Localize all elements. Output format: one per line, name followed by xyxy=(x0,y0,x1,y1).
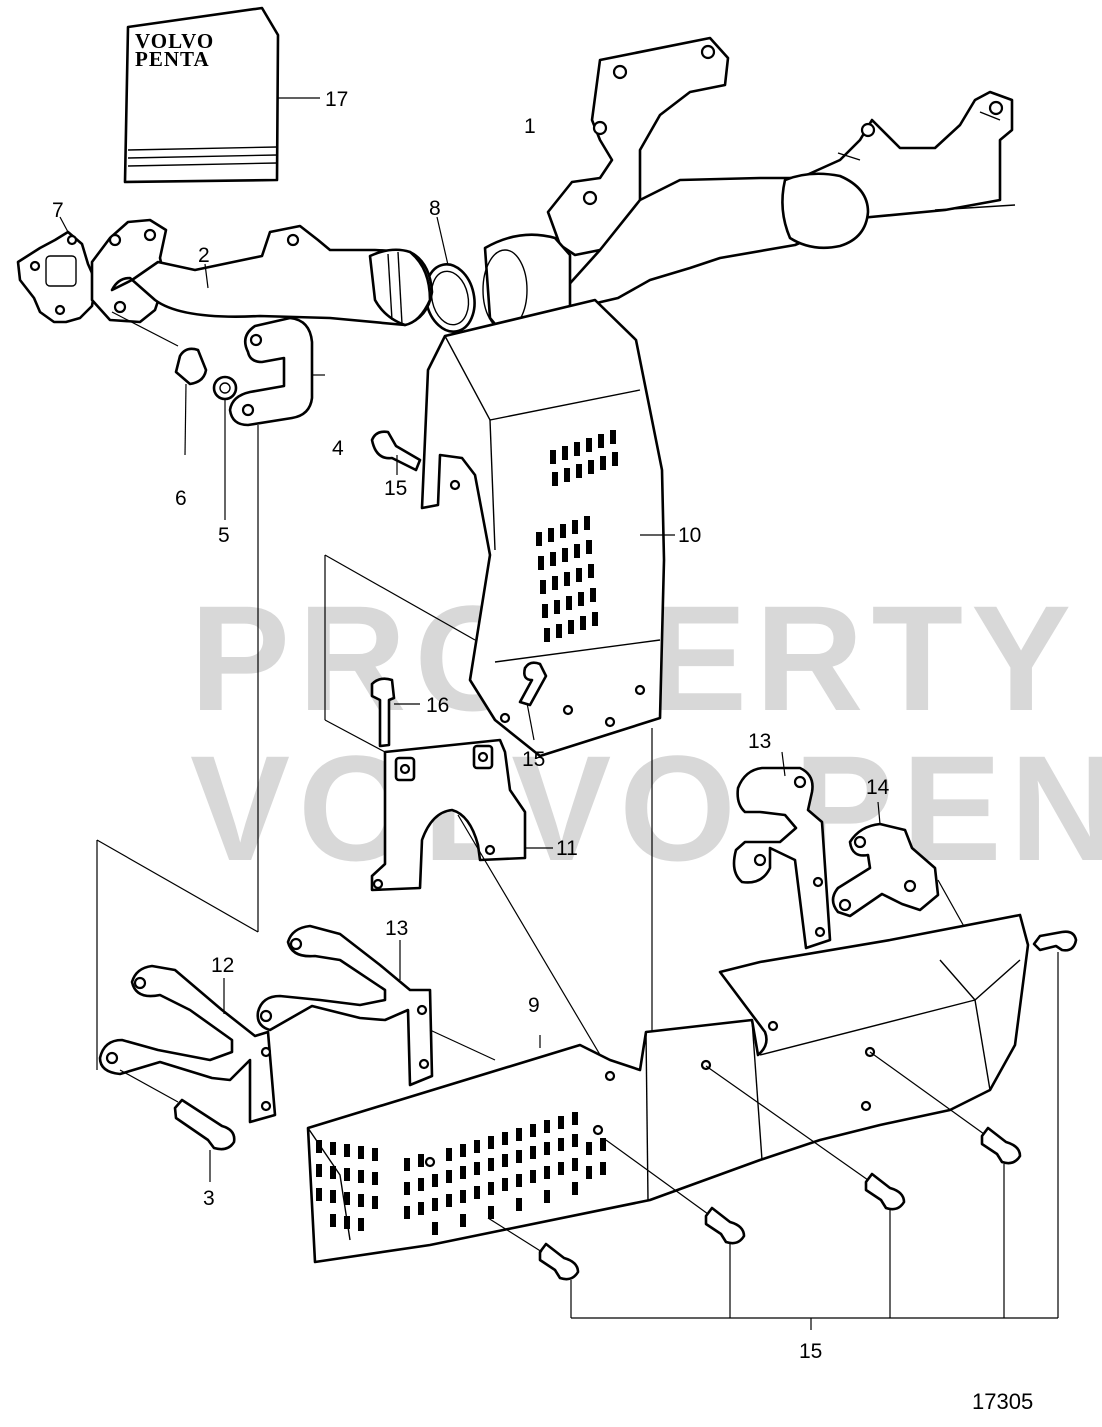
callout-1: 1 xyxy=(524,115,536,138)
callout-12: 12 xyxy=(211,954,234,977)
part-15-screw-lower-1 xyxy=(487,1217,580,1318)
part-11-bracket xyxy=(370,738,553,892)
part-15-screw-lower-3 xyxy=(705,1065,906,1318)
manual-logo-line-1: VOLVO xyxy=(135,29,214,53)
part-9-vent-slots xyxy=(316,1112,606,1235)
part-17-manual: VOLVO PENTA xyxy=(123,6,320,184)
part-15-screw-lower-2 xyxy=(605,1139,746,1318)
callout-2: 2 xyxy=(198,244,210,267)
watermark-line-2: VOLVO PENTA xyxy=(190,724,1102,892)
callout-16: 16 xyxy=(426,694,449,717)
callout-14: 14 xyxy=(866,776,890,799)
callout-6: 6 xyxy=(175,487,187,510)
part-15-screw-upper xyxy=(370,430,422,475)
part-13-bracket-right xyxy=(732,751,832,950)
part-15-screw-lower-4 xyxy=(869,1051,1022,1318)
part-6-bushing xyxy=(174,347,208,456)
callout-17: 17 xyxy=(325,88,348,111)
callout-11: 11 xyxy=(556,837,578,860)
callout-15-upper: 15 xyxy=(384,477,407,500)
callout-15-mid: 15 xyxy=(522,748,545,771)
callout-labels: 1 2 3 4 5 6 7 8 9 10 11 12 13 13 14 15 1… xyxy=(52,88,890,1363)
part-10-vent-slots xyxy=(536,430,618,642)
callout-10: 10 xyxy=(678,524,701,547)
callout-13-left: 13 xyxy=(385,917,408,940)
part-12-bracket xyxy=(98,964,277,1124)
part-8-seal-ring xyxy=(424,216,476,333)
callout-15-lower: 15 xyxy=(799,1340,822,1363)
callout-7: 7 xyxy=(52,199,64,222)
part-5-washer xyxy=(212,375,238,520)
drawing-number: 17305 xyxy=(972,1389,1033,1414)
callout-3: 3 xyxy=(203,1187,215,1210)
part-4-bracket-plate xyxy=(96,316,325,1070)
part-2-exhaust-manifold-front xyxy=(90,218,434,347)
callout-5: 5 xyxy=(218,524,230,547)
manual-logo-line-2: PENTA xyxy=(135,47,210,71)
part-15-screw-mid xyxy=(518,661,548,741)
callout-4: 4 xyxy=(332,437,344,460)
part-9-heat-shield-rear xyxy=(306,913,1030,1264)
part-3-screw xyxy=(119,1069,236,1182)
part-15-screw-lower-5 xyxy=(1032,930,1078,1318)
part-16-bolt xyxy=(370,677,420,748)
callout-13-right: 13 xyxy=(748,730,771,753)
part-13-bracket-left xyxy=(256,924,496,1087)
callout-9: 9 xyxy=(528,994,540,1017)
part-1-exhaust-manifold-rear xyxy=(546,36,1016,312)
part-7-gasket xyxy=(16,216,98,324)
callout-8: 8 xyxy=(429,197,441,220)
part-10-heat-shield-front xyxy=(420,298,675,1032)
